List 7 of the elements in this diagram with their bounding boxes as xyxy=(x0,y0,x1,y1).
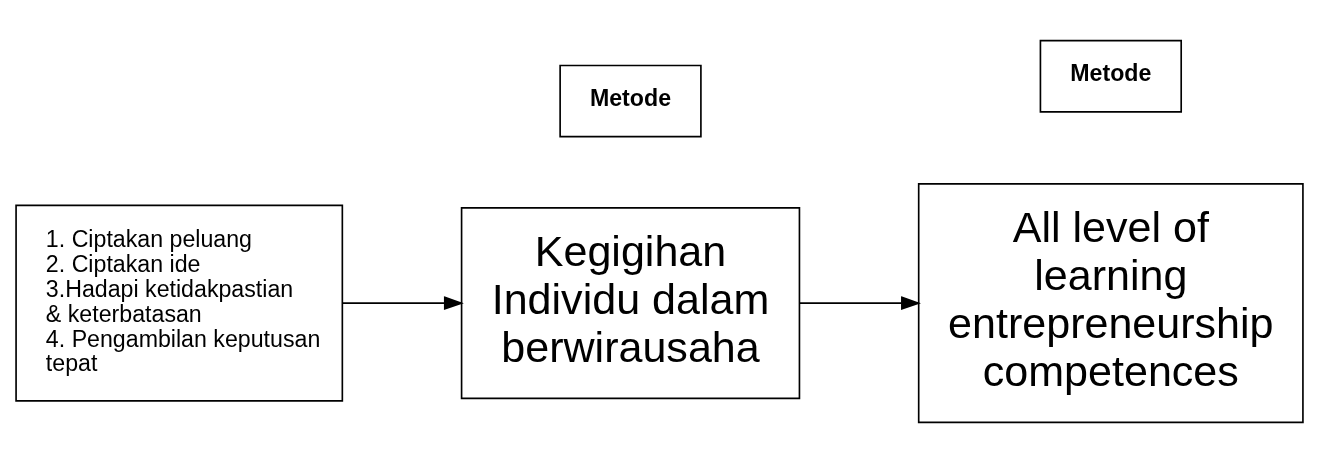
arrow xyxy=(798,295,921,310)
node-box: Metode xyxy=(559,64,702,137)
node-box: All level of learning entrepreneurship competences xyxy=(917,182,1304,423)
arrow xyxy=(341,295,464,310)
node-box: Metode xyxy=(1039,39,1183,113)
node-box: 1. Ciptakan peluang 2. Ciptakan ide 3.Hadapi ketidakpastian & keterbatasan 4. Pengambilan keputusan tepat xyxy=(15,204,344,402)
node-box: Kegigihan Individu dalam berwirausaha xyxy=(460,206,801,399)
